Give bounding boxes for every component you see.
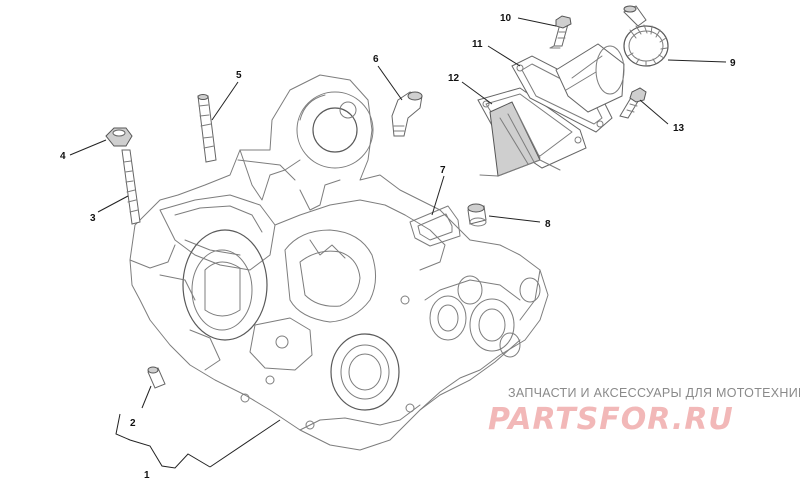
callout-1-bracket — [115, 413, 211, 469]
gearbox-bearing-bosses — [424, 275, 541, 358]
callout-1-leader — [209, 419, 281, 468]
callout-9: 9 — [730, 58, 736, 69]
cylinder-stud-with-nut — [105, 127, 141, 225]
callout-11: 11 — [472, 39, 483, 50]
crankcase-half — [129, 74, 549, 451]
spacer-bushing — [467, 203, 487, 227]
hose-clamp — [623, 5, 669, 67]
callout-4: 4 — [60, 151, 66, 162]
intake-flange — [511, 55, 613, 133]
dowel-pin — [147, 366, 166, 389]
bolt-10 — [549, 15, 572, 49]
callout-10: 10 — [500, 13, 512, 24]
reed-valve-gasket — [409, 205, 461, 247]
callout-13: 13 — [673, 123, 685, 134]
callout-7: 7 — [440, 165, 446, 176]
watermark-logo: PARTSFOR.RU — [488, 402, 734, 437]
callout-6: 6 — [373, 54, 379, 65]
short-stud — [197, 94, 217, 163]
callout-12: 12 — [448, 73, 460, 84]
callout-2: 2 — [130, 418, 136, 429]
callout-5: 5 — [236, 70, 242, 81]
watermark-tagline: ЗАПЧАСТИ И АКСЕССУАРЫ ДЛЯ МОТОТЕХНИКИ — [508, 386, 800, 400]
callout-3: 3 — [90, 213, 96, 224]
intake-boot — [555, 43, 625, 113]
elbow-fitting — [391, 91, 423, 137]
callout-8: 8 — [545, 219, 551, 230]
reed-valve-block — [477, 87, 587, 177]
callout-1: 1 — [144, 470, 150, 481]
bolt-13 — [619, 87, 647, 119]
